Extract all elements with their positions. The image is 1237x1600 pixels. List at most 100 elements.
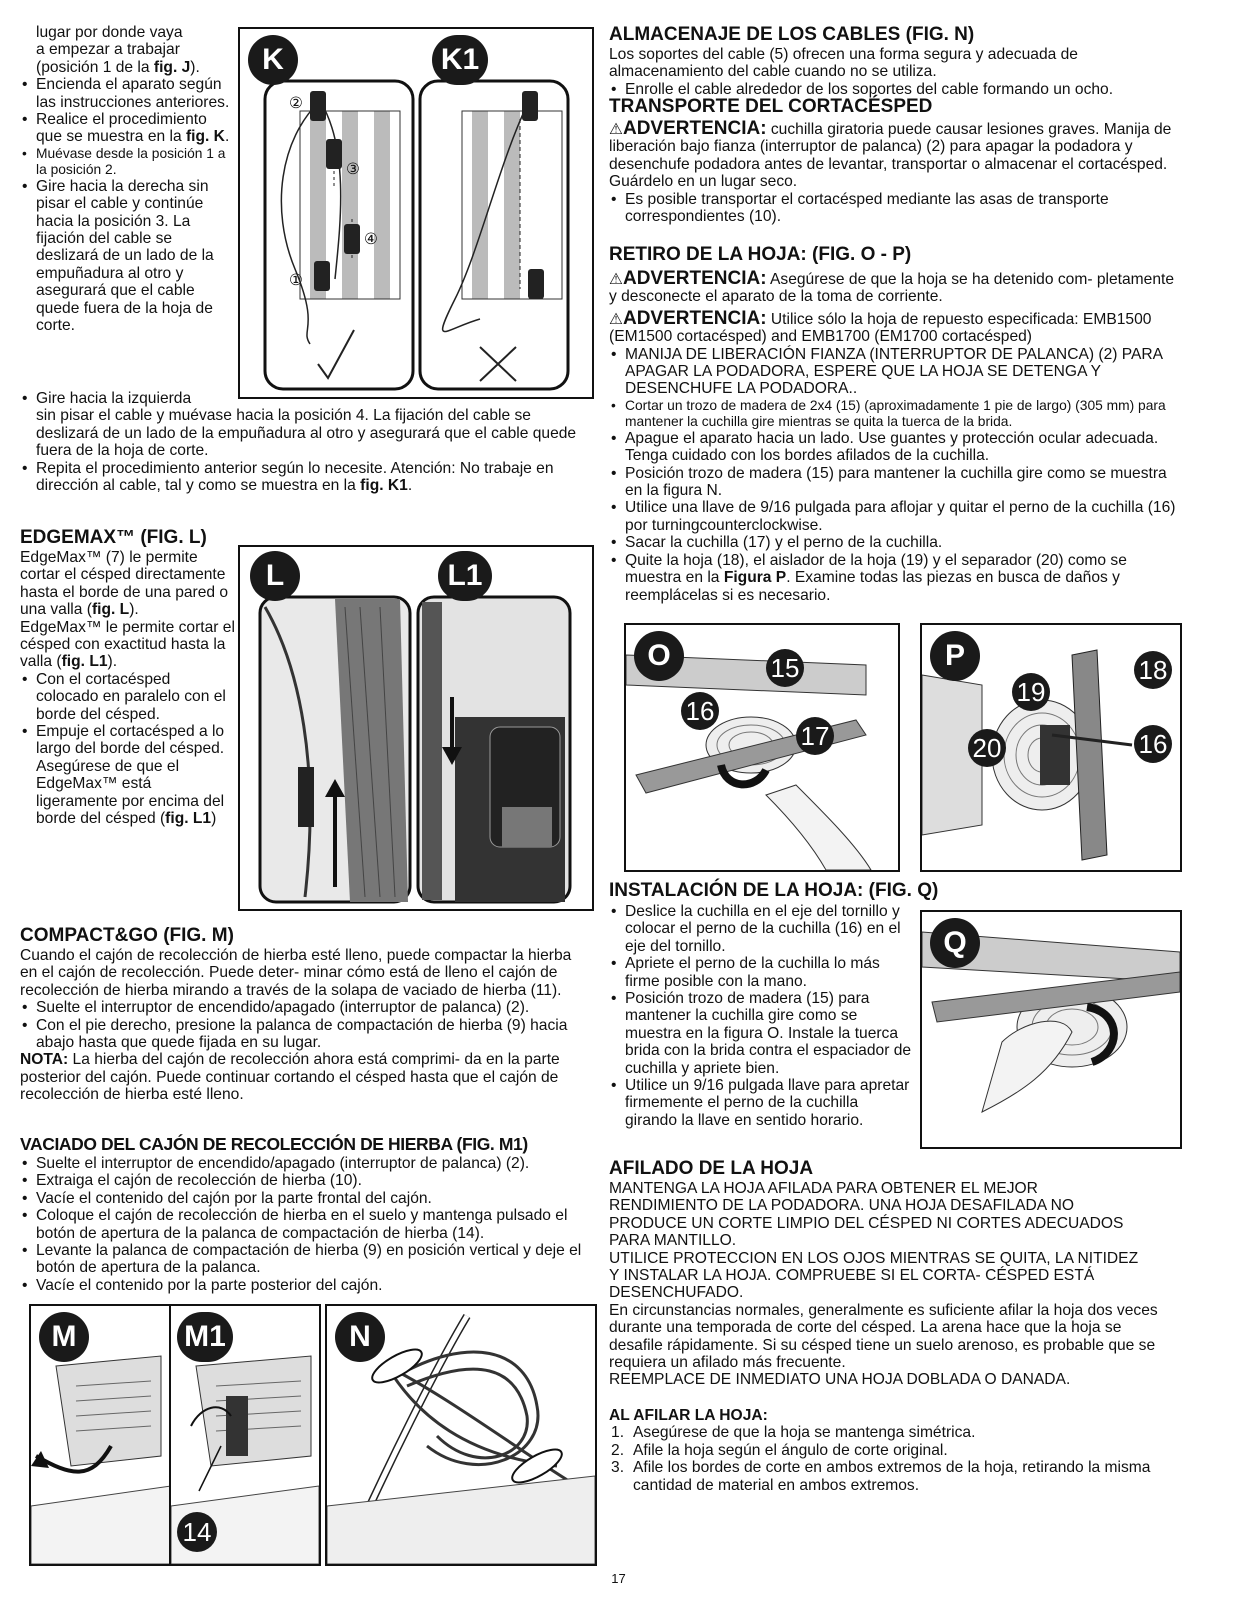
note: NOTA: La hierba del cajón de recolección… [20,1051,560,1104]
callout-19: 19 [1012,673,1050,711]
transporte-section: TRANSPORTE DEL CORTACÉSPED ⚠ADVERTENCIA:… [609,96,1181,225]
figure-l1-label: L1 [438,551,492,601]
list-item: Utilice un 9/16 pulgada llave para apret… [609,1077,914,1129]
figure-n: N [325,1304,597,1566]
intro-line: a empezar a trabajar [36,41,180,59]
vaciado-section: VACIADO DEL CAJÓN DE RECOLECCIÓN DE HIER… [20,1133,592,1295]
almacenaje-section: ALMACENAJE DE LOS CABLES (FIG. N) Los so… [609,24,1181,99]
warning-icon: ⚠ [609,310,623,328]
callout-14: 14 [177,1512,217,1552]
figure-k-drawing [263,79,570,391]
list-item: Afile la hoja según el ángulo de corte o… [611,1441,948,1460]
section-heading: ALMACENAJE DE LOS CABLES (FIG. N) [609,24,975,45]
list-item: Utilice una llave de 9/16 pulgada para a… [609,499,1181,534]
list-item: Levante la palanca de compactación de hi… [20,1242,592,1277]
paragraph: Cuando el cajón de recolección de hierba… [20,947,572,999]
figure-p: P 18 19 20 16 [920,623,1182,872]
paragraph: Los soportes del cable (5) ofrecen una f… [609,46,1078,81]
warning: ⚠ADVERTENCIA: cuchilla giratoria puede c… [609,118,1172,191]
instalacion-heading-wrap: INSTALACIÓN DE LA HOJA: (FIG. Q) [609,880,1181,902]
paragraph: EdgeMax™ le permite cortar el césped con… [20,618,235,671]
callout-16: 16 [1134,725,1172,763]
list-item: Encienda el aparato según las instruccio… [20,76,235,111]
compact-section: COMPACT&GO (FIG. M) Cuando el cajón de r… [20,925,592,1104]
list-item: Quite la hoja (18), el aislador de la ho… [609,552,1181,604]
list-item: Repita el procedimiento anterior según l… [20,460,580,495]
callout-18: 18 [1134,651,1172,689]
list-item: Gire hacia la derecha sin pisar el cable… [20,178,235,335]
section-heading: AFILADO DE LA HOJA [609,1158,814,1179]
list-item: MANIJA DE LIBERACIÓN FIANZA (INTERRUPTOR… [609,346,1181,398]
page-number: 17 [611,1571,626,1586]
list-item: Vacíe el contenido del cajón por la part… [20,1190,592,1208]
intro-line: (posición 1 de la fig. J). [36,58,200,76]
intro-line: lugar por donde vaya [36,24,183,41]
figure-l-drawing [258,595,572,904]
position-marker-2: ② [289,95,303,112]
afilado-section: AFILADO DE LA HOJA MANTENGA LA HOJA AFIL… [609,1158,1181,1494]
list-item: Afile los bordes de corte en ambos extre… [611,1459,1151,1494]
instalacion-section: Deslice la cuchilla en el eje del tornil… [609,903,914,1129]
figure-m-drawing [31,1355,171,1564]
paragraph: MANTENGA LA HOJA AFILADA PARA OBTENER EL… [609,1180,1124,1250]
figure-p-drawing [922,649,1133,861]
figure-k: K K1 ② ③ ④ ① [238,27,594,399]
paragraph: EdgeMax™ (7) le permite cortar el césped… [20,549,229,619]
list-item: Suelte el interruptor de encendido/apaga… [20,1155,592,1173]
edgemax-section: EDGEMAX™ (FIG. L) EdgeMax™ (7) le permit… [20,527,235,828]
figure-p-label: P [930,631,980,681]
figure-o: O 15 16 17 [624,623,900,872]
list-item: Extraiga el cajón de recolección de hier… [20,1172,592,1190]
figure-n-label: N [335,1312,385,1362]
figure-l-label: L [250,551,300,601]
list-item: Realice el procedimiento que se muestra … [20,111,235,146]
paragraph: REEMPLACE DE INMEDIATO UNA HOJA DOBLADA … [609,1371,1071,1389]
callout-17: 17 [796,717,834,755]
list-item: Posición trozo de madera (15) para mante… [609,990,914,1077]
list-item: Apriete el perno de la cuchilla lo más f… [609,955,914,990]
list-item: Empuje el cortacésped a lo largo del bor… [20,723,235,827]
list-item: Suelte el interruptor de encendido/apaga… [20,999,592,1017]
list-item: Enrolle el cable alrededor de los soport… [609,81,1181,99]
list-item: Cortar un trozo de madera de 2x4 (15) (a… [609,398,1181,430]
sub-heading: AL AFILAR LA HOJA: [609,1406,768,1424]
figure-n-drawing [327,1313,595,1564]
list-item: Vacíe el contenido por la parte posterio… [20,1277,592,1295]
paragraph: En circunstancias normales, generalmente… [609,1301,1158,1372]
warning-icon: ⚠ [609,121,623,138]
list-item: Es posible transportar el cortacésped me… [609,191,1181,226]
figure-l: L L1 [238,545,594,911]
warning-icon: ⚠ [609,271,623,288]
paragraph: UTILICE PROTECCION EN LOS OJOS MIENTRAS … [609,1249,1139,1302]
section-heading: INSTALACIÓN DE LA HOJA: (FIG. Q) [609,880,939,901]
figure-q-label: Q [930,918,980,968]
figure-k-label: K [248,35,298,85]
section-heading: RETIRO DE LA HOJA: (FIG. O - P) [609,244,912,265]
warning: ⚠ADVERTENCIA: Asegúrese de que la hoja s… [609,268,1174,306]
retiro-section: RETIRO DE LA HOJA: (FIG. O - P) ⚠ADVERTE… [609,244,1181,604]
position-marker-3: ③ [346,161,360,178]
figure-m1-label: M1 [177,1312,233,1362]
figure-o-label: O [634,631,684,681]
section-heading: EDGEMAX™ (FIG. L) [20,527,207,548]
figure-q: Q [920,910,1182,1149]
position-marker-1: ① [289,272,303,289]
list-item: Con el pie derecho, presione la palanca … [20,1017,592,1052]
figure-q-drawing [922,931,1180,1113]
list-item: Con el cortacésped colocado en paralelo … [20,671,235,723]
callout-20: 20 [968,729,1006,767]
callout-15: 15 [766,649,804,687]
figure-m: M [29,1304,173,1566]
callout-16: 16 [681,692,719,730]
list-item: Deslice la cuchilla en el eje del tornil… [609,903,914,955]
list-item: Muévase desde la posición 1 a la posició… [20,146,235,178]
position-marker-4: ④ [364,231,378,248]
list-item: Coloque el cajón de recolección de hierb… [20,1207,592,1242]
section-heading: TRANSPORTE DEL CORTACÉSPED [609,96,933,117]
figk-text: lugar por donde vaya a empezar a trabaja… [20,24,235,335]
section-heading: COMPACT&GO (FIG. M) [20,925,234,946]
list-item: Sacar la cuchilla (17) y el perno de la … [609,534,1181,552]
list-item: Apague el aparato hacia un lado. Use gua… [609,430,1181,465]
